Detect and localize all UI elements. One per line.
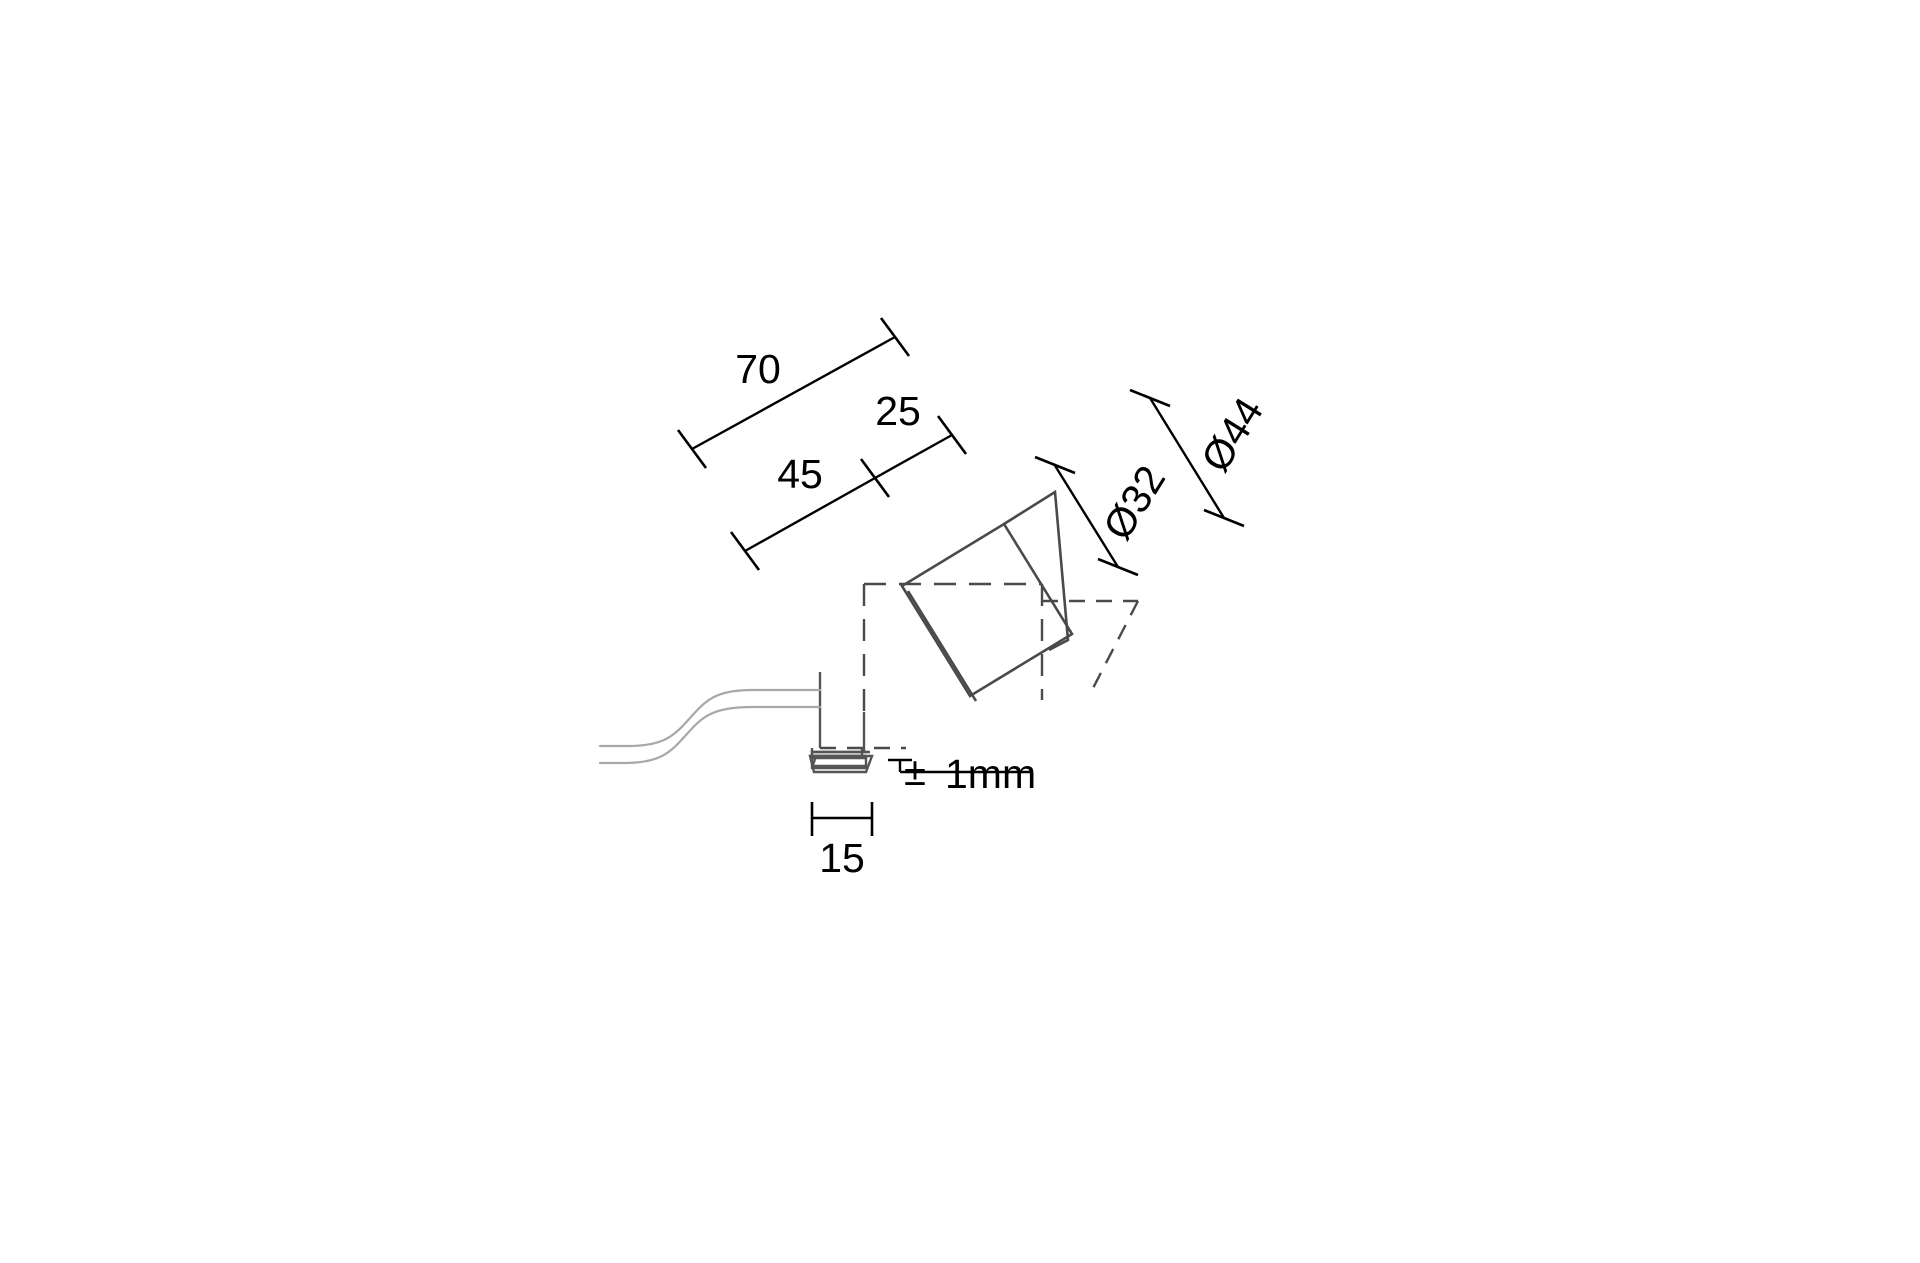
dimension-diameter-44: [1129, 388, 1245, 528]
hidden-construction-square: [862, 582, 1140, 712]
tolerance-1mm-label: 1mm: [945, 751, 1036, 797]
dimension-25-label: 25: [875, 388, 921, 434]
dimension-d44-tick-start: [1129, 388, 1171, 408]
supply-cable: [598, 688, 822, 765]
cable-lower-edge: [598, 705, 822, 765]
dimension-25-tick-end: [936, 415, 968, 455]
dimension-d32-tick-end: [1097, 557, 1139, 577]
dimension-45-label: 45: [777, 451, 823, 497]
dimension-25: [874, 415, 968, 480]
dimension-diameter-32: [1034, 455, 1139, 577]
dimension-d32-line: [1052, 463, 1120, 568]
base-plate: [808, 748, 874, 774]
head-glare-shield: [1003, 489, 1070, 652]
luminaire-head-outline: [900, 489, 1074, 702]
dimension-25-line: [874, 433, 953, 480]
dimension-15: [810, 802, 874, 836]
luminaire-stem: [818, 672, 906, 752]
dimension-d44-tick-end: [1203, 508, 1245, 528]
dimension-70-line: [691, 335, 896, 451]
dimension-diameter-32-label: Ø32: [1094, 458, 1174, 548]
dimension-70-label: 70: [735, 346, 781, 392]
base-plate-flange: [808, 754, 874, 774]
dimension-70: [676, 317, 911, 469]
head-outer-square: [900, 522, 1074, 698]
dimension-d44-line: [1148, 397, 1226, 519]
dimension-45-tick-start: [729, 531, 761, 571]
dimension-15-label: 15: [819, 835, 865, 881]
cable-upper-edge: [598, 688, 822, 748]
tolerance-leader: [888, 758, 1030, 774]
dimension-diameter-44-label: Ø44: [1192, 390, 1272, 480]
dimension-70-tick-start: [676, 429, 708, 469]
dimension-45-line: [744, 476, 876, 553]
dimension-70-tick-end: [879, 317, 911, 357]
hidden-extension-diagonal: [1088, 600, 1140, 695]
dimension-d32-tick-start: [1034, 455, 1076, 475]
tolerance-plus-minus-symbol: ±: [904, 750, 926, 794]
head-front-rim-edge: [906, 590, 978, 702]
